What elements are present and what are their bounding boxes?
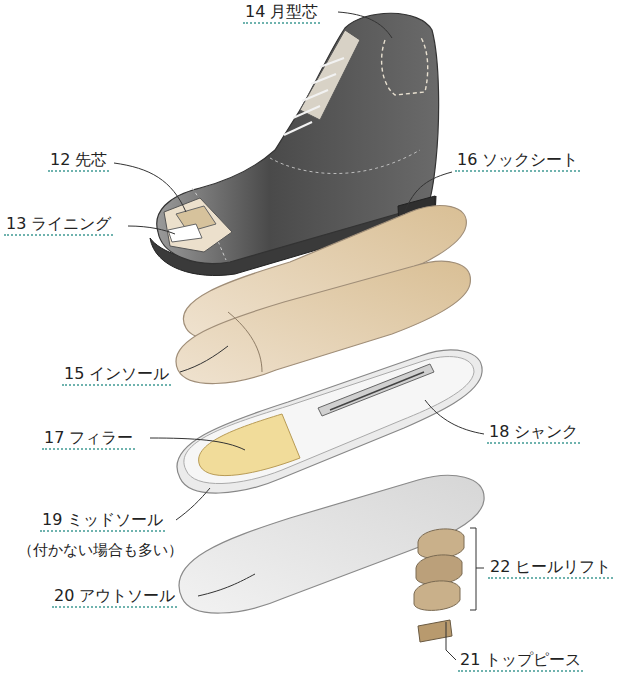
- part-label: 20 アウトソール: [52, 586, 177, 608]
- heel-lift: [414, 581, 460, 611]
- part-label: 19 ミッドソール: [40, 510, 165, 532]
- lace: [293, 106, 320, 118]
- leader-line: [176, 488, 210, 520]
- lace: [302, 90, 328, 101]
- part-label: 21 トップピース: [458, 650, 583, 672]
- part-label: 17 フィラー: [42, 428, 135, 450]
- bracket: [470, 528, 484, 610]
- part-label: 13 ライニング: [4, 214, 113, 236]
- leader-line: [128, 226, 175, 234]
- lace: [311, 74, 336, 84]
- part-label: 14 月型芯: [243, 2, 320, 24]
- leader-line: [404, 172, 452, 214]
- leader-line: [425, 400, 484, 434]
- midsole-inner: [184, 357, 474, 484]
- lace: [320, 58, 344, 67]
- leader-line: [150, 438, 245, 450]
- leader-lines: [114, 12, 484, 596]
- laces: [284, 58, 344, 135]
- part-label: 22 ヒールリフト: [488, 557, 613, 579]
- outsole: [179, 475, 484, 613]
- heel-counter-outline: [382, 36, 428, 95]
- bracket: [446, 622, 456, 660]
- leader-line: [338, 12, 392, 38]
- midsole: [177, 350, 482, 493]
- top-piece: [418, 620, 452, 642]
- leader-line: [180, 346, 228, 372]
- heel-lift: [416, 555, 462, 585]
- heel-lift: [418, 529, 464, 559]
- vamp-seam: [270, 150, 420, 174]
- toe-cutout: [164, 198, 232, 252]
- part-label: 12 先芯: [48, 150, 109, 172]
- insole-seam: [228, 312, 262, 372]
- lace: [284, 122, 312, 135]
- filler: [199, 414, 300, 476]
- leader-line: [114, 163, 186, 212]
- note-text: （付かない場合も多い）: [16, 540, 185, 560]
- heel-lifts: [414, 529, 464, 611]
- shank: [318, 364, 434, 416]
- tongue: [300, 30, 360, 120]
- part-label: 16 ソックシート: [455, 150, 580, 172]
- part-label: 18 シャンク: [487, 422, 580, 444]
- midsole-layer: [177, 350, 482, 493]
- leader-line: [198, 574, 255, 596]
- part-label: 15 インソール: [62, 364, 171, 386]
- shank-groove: [330, 372, 424, 410]
